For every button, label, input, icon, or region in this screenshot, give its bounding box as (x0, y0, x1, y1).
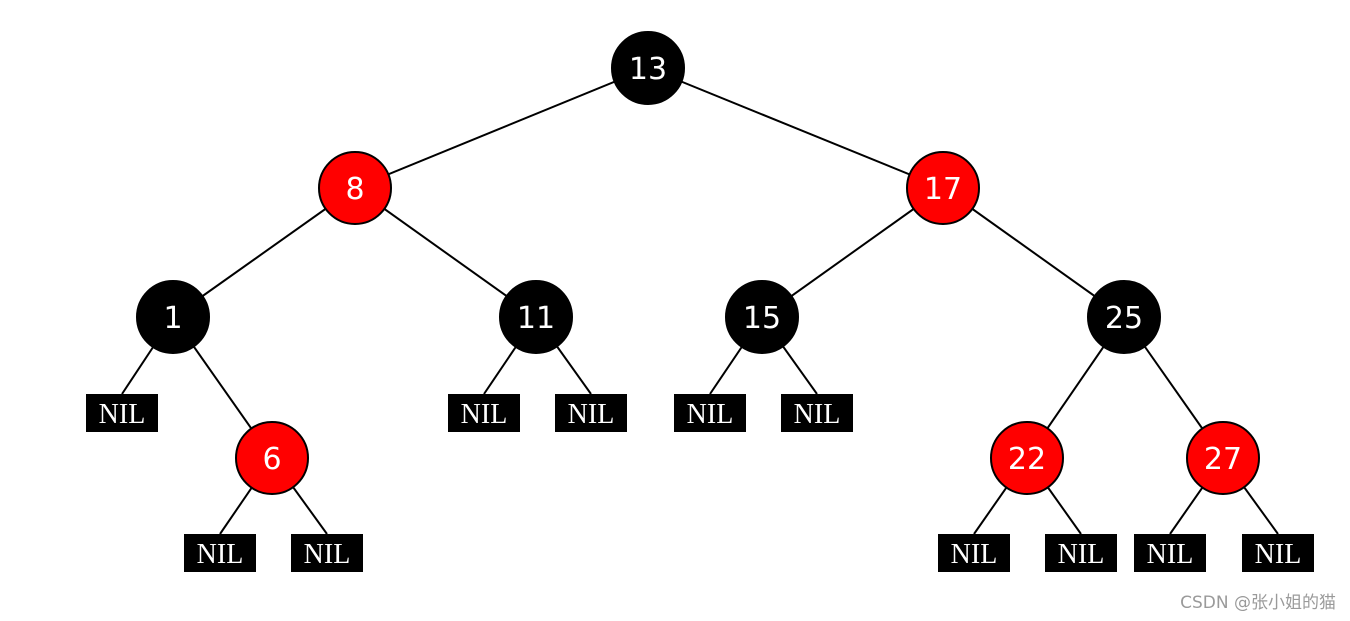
nil-label: NIL (951, 539, 998, 570)
node-value: 11 (517, 301, 555, 336)
nil-label: NIL (1147, 539, 1194, 570)
nil-box (86, 394, 158, 432)
tree-node-6: 6 (235, 421, 309, 495)
nil-box (448, 394, 520, 432)
nil-label: NIL (568, 399, 615, 430)
nil-box (1045, 534, 1117, 572)
nil-leaf: NIL (1045, 534, 1117, 572)
red-node-circle (235, 421, 309, 495)
node-value: 1 (163, 301, 182, 336)
tree-node-13: 13 (611, 31, 685, 105)
red-node-circle (318, 151, 392, 225)
node-value: 27 (1204, 442, 1242, 477)
nil-leaf: NIL (1134, 534, 1206, 572)
node-value: 13 (629, 52, 667, 87)
tree-node-1: 1 (136, 280, 210, 354)
nil-label: NIL (461, 399, 508, 430)
nil-box (555, 394, 627, 432)
nil-leaves: NIL NIL NIL NIL NIL NIL NIL NIL NIL NIL NIL (86, 394, 1314, 572)
black-node-circle (499, 280, 573, 354)
black-node-circle (611, 31, 685, 105)
nil-leaf: NIL (291, 534, 363, 572)
nil-box (781, 394, 853, 432)
red-node-circle (906, 151, 980, 225)
nil-box (184, 534, 256, 572)
tree-node-17: 17 (906, 151, 980, 225)
nil-label: NIL (304, 539, 351, 570)
watermark: CSDN @张小姐的猫 (1180, 593, 1336, 613)
nil-leaf: NIL (1242, 534, 1314, 572)
tree-node-25: 25 (1087, 280, 1161, 354)
nil-leaf: NIL (184, 534, 256, 572)
node-value: 17 (924, 172, 962, 207)
nil-leaf: NIL (555, 394, 627, 432)
nil-label: NIL (1058, 539, 1105, 570)
nil-box (291, 534, 363, 572)
nil-box (674, 394, 746, 432)
node-value: 6 (262, 442, 281, 477)
tree-node-27: 27 (1186, 421, 1260, 495)
nil-leaf: NIL (448, 394, 520, 432)
black-node-circle (725, 280, 799, 354)
nil-box (1134, 534, 1206, 572)
nil-label: NIL (99, 399, 146, 430)
tree-edge-n17-n25 (942, 187, 1125, 318)
nil-box (938, 534, 1010, 572)
nil-label: NIL (794, 399, 841, 430)
black-node-circle (1087, 280, 1161, 354)
tree-node-11: 11 (499, 280, 573, 354)
black-node-circle (136, 280, 210, 354)
red-node-circle (1186, 421, 1260, 495)
nil-label: NIL (1255, 539, 1302, 570)
nil-leaf: NIL (938, 534, 1010, 572)
nil-box (1242, 534, 1314, 572)
tree-edge-n13-n17 (647, 67, 944, 189)
tree-edge-n17-n15 (761, 187, 944, 318)
nil-leaf: NIL (674, 394, 746, 432)
tree-node-15: 15 (725, 280, 799, 354)
nil-leaf: NIL (86, 394, 158, 432)
node-value: 25 (1105, 301, 1143, 336)
nil-leaf: NIL (781, 394, 853, 432)
red-node-circle (990, 421, 1064, 495)
node-value: 15 (743, 301, 781, 336)
node-value: 22 (1008, 442, 1046, 477)
node-value: 8 (345, 172, 364, 207)
tree-edge-n13-n8 (354, 67, 649, 189)
tree-node-22: 22 (990, 421, 1064, 495)
tree-edge-n8-n11 (354, 187, 537, 318)
tree-edge-n8-n1 (172, 187, 356, 318)
nil-label: NIL (197, 539, 244, 570)
nil-label: NIL (687, 399, 734, 430)
tree-node-8: 8 (318, 151, 392, 225)
